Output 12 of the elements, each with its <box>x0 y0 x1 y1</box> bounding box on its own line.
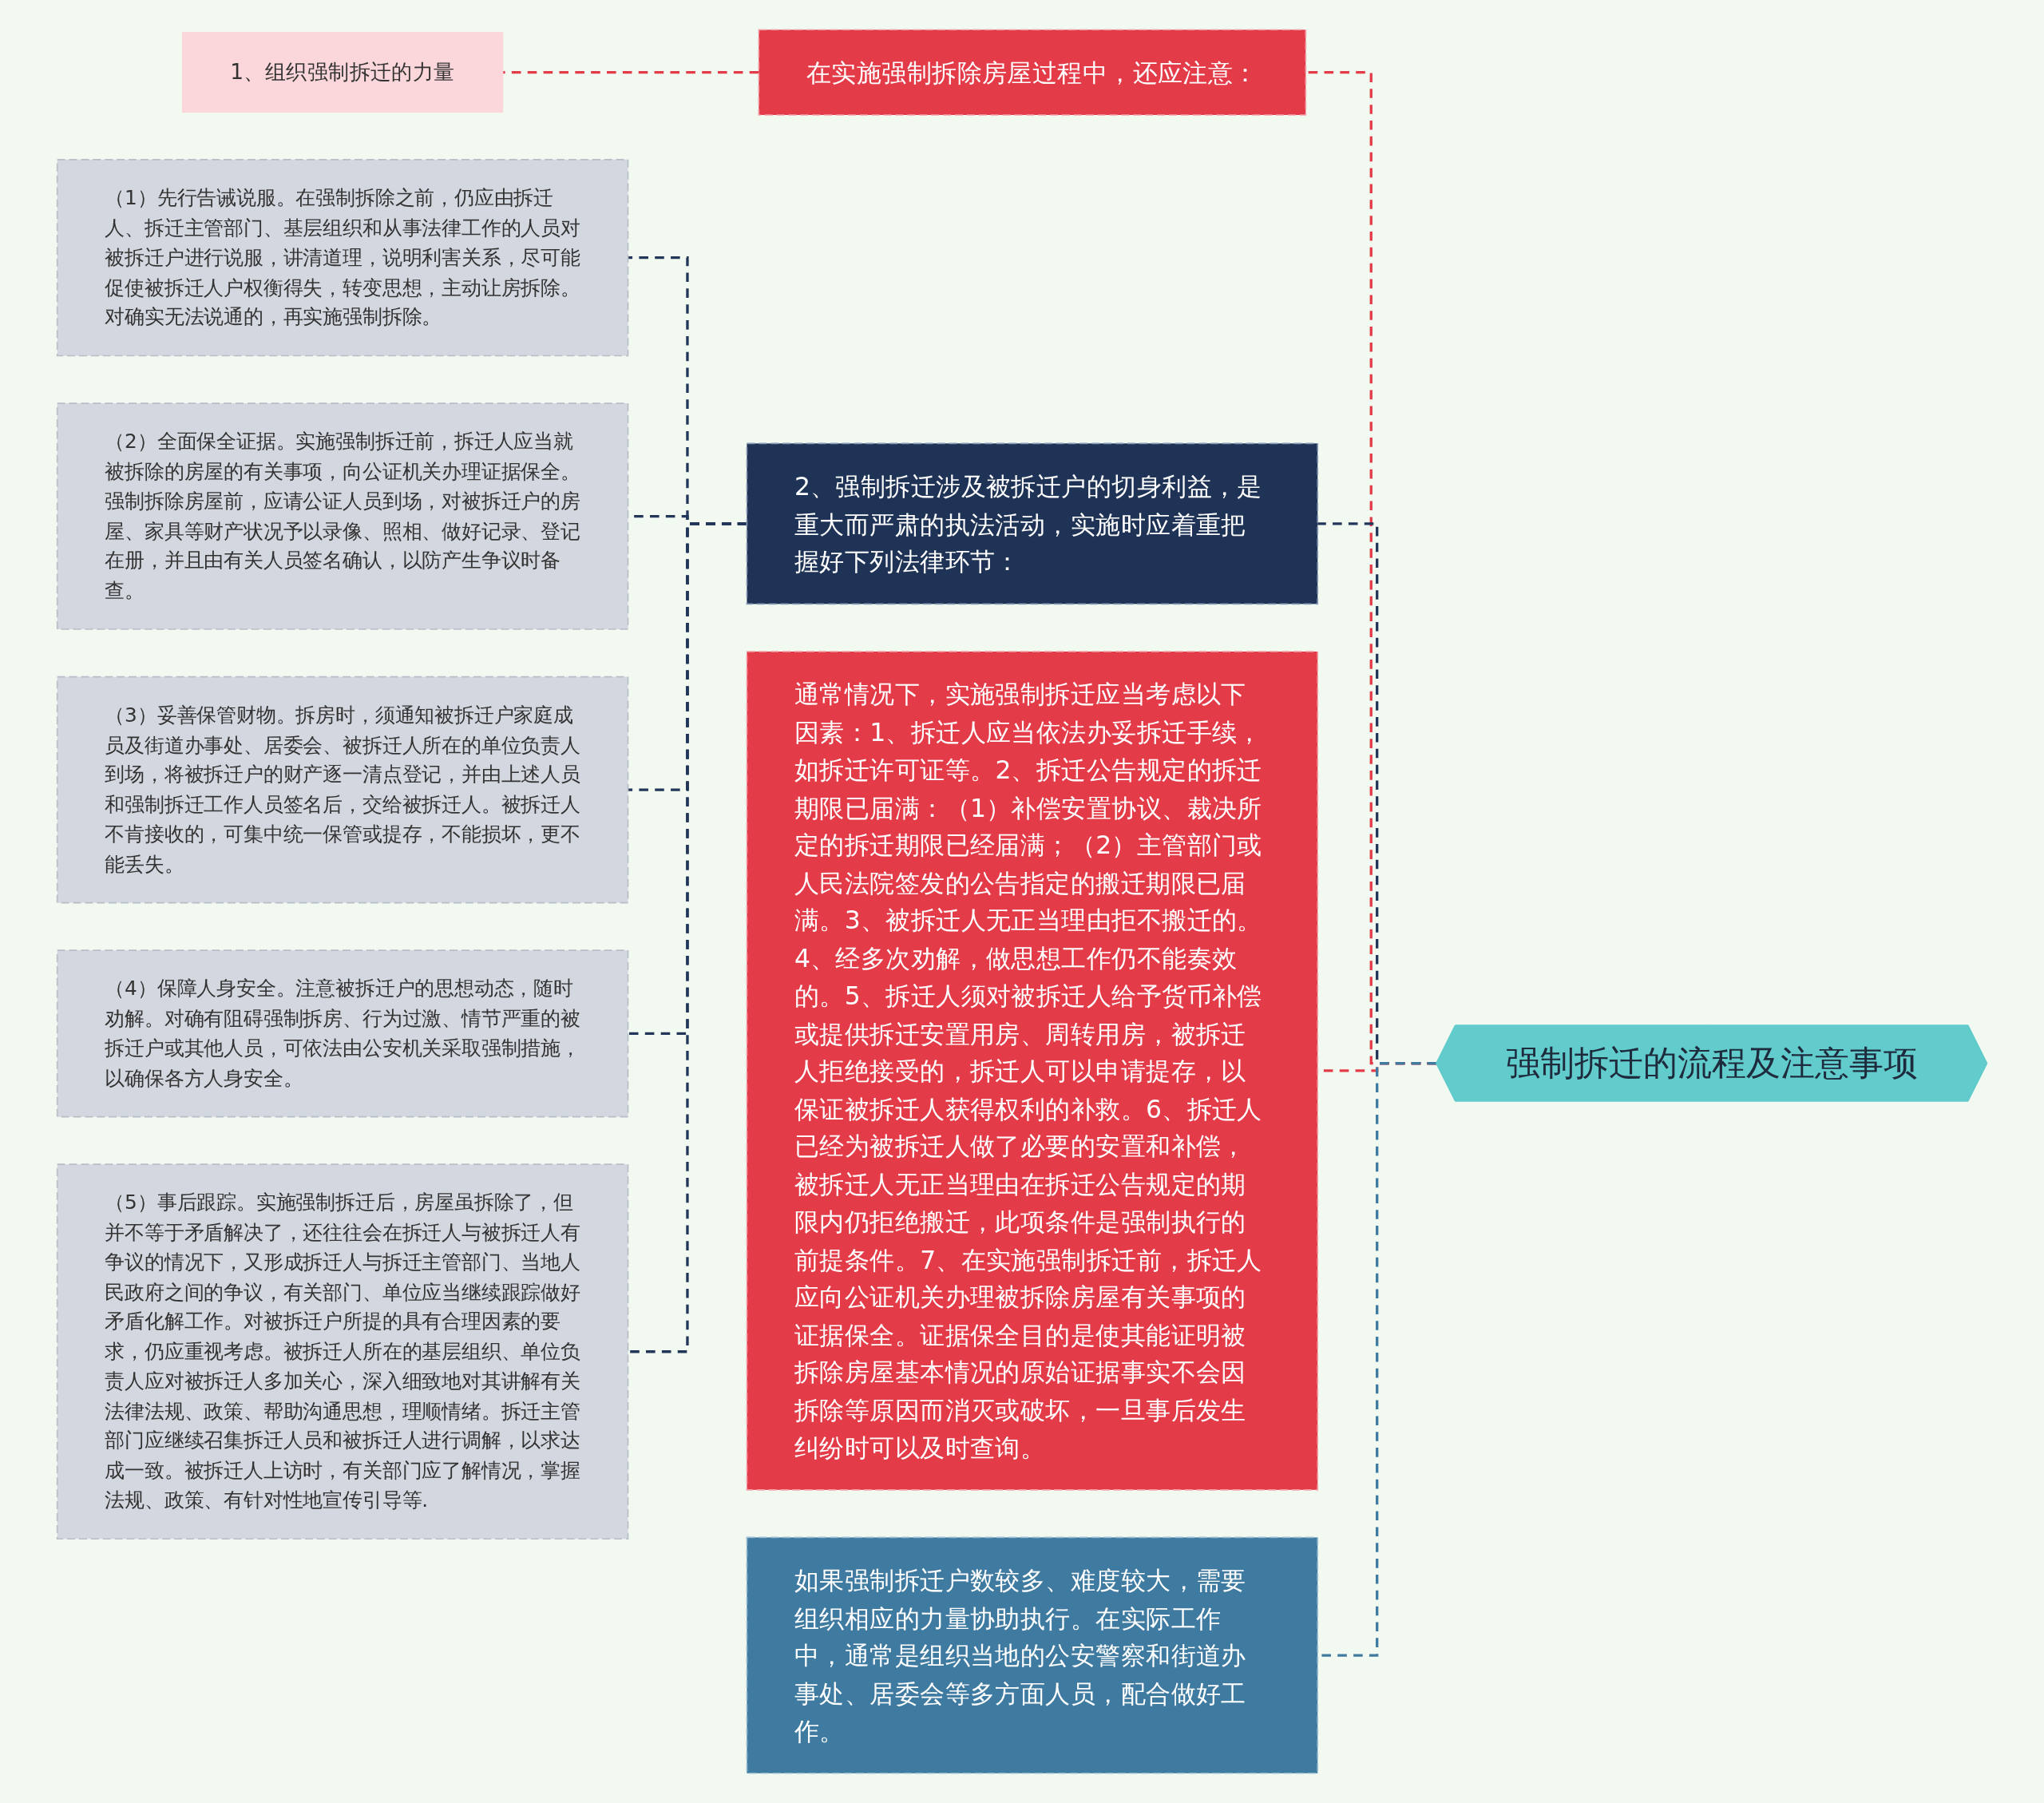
node-box: （1）先行告诫说服。在强制拆除之前，仍应由拆迁人、拆迁主管部门、基层组织和从事法律工作的人员对被拆迁户进行说服，讲清道理，说明利害关系，尽可能促使被拆迁人户权衡得失，转变思想，主动让房拆除。对确实无法说通的，再实施强制拆除。 <box>56 159 629 357</box>
node-box: （2）全面保全证据。实施强制拆迁前，拆迁人应当就被拆除的房屋的有关事项，向公证机关办理证据保全。强制拆除房屋前，应请公证人员到场，对被拆迁户的房屋、家具等财产状况予以录像、照相、做好记录、登记在册，并且由有关人员签名确认，以防产生争议时备查。 <box>56 402 629 630</box>
node-box: （4）保障人身安全。注意被拆迁户的思想动态，随时劝解。对确有阻碍强制拆房、行为过激、情节严重的被拆迁户或其他人员，可依法由公安机关采取强制措施，以确保各方人身安全。 <box>56 949 629 1118</box>
node-box: 2、强制拆迁涉及被拆迁户的切身利益，是重大而严肃的执法活动，实施时应着重把握好下列法律环节： <box>746 442 1319 605</box>
node-box: （5）事后跟踪。实施强制拆迁后，房屋虽拆除了，但并不等于矛盾解决了，还往往会在拆迁人与被拆迁人有争议的情况下，又形成拆迁人与拆迁主管部门、当地人民政府之间的争议，有关部门、单位应当继续跟踪做好矛盾化解工作。对被拆迁户所提的具有合理因素的要求，仍应重视考虑。被拆迁人所在的基层组织、单位负责人应对被拆迁人多加关心，深入细致地对其讲解有关法律法规、政策、帮助沟通思想，理顺情绪。拆迁主管部门应继续召集拆迁人员和被拆迁人进行调解，以求达成一致。被拆迁人上访时，有关部门应了解情况，掌握法规、政策、有针对性地宣传引导等. <box>56 1163 629 1540</box>
connector <box>628 522 747 1353</box>
node-box: 如果强制拆迁户数较多、难度较大，需要组织相应的力量协助执行。在实际工作中，通常是组织当地的公安警察和街道办事处、居委会等多方面人员，配合做好工作。 <box>746 1536 1319 1774</box>
node-box: 1、组织强制拆迁的力量 <box>181 32 504 113</box>
connector <box>502 70 759 74</box>
node-box: 通常情况下，实施强制拆迁应当考虑以下因素：1、拆迁人应当依法办妥拆迁手续，如拆迁许可证等。2、拆迁公告规定的拆迁期限已届满：（1）补偿安置协议、裁决所定的拆迁期限已经届满；（2）主管部门或人民法院签发的公告指定的搬迁期限已届满。3、被拆迁人无正当理由拒不搬迁的。4、经多次劝解，做思想工作仍不能奏效的。5、拆迁人须对被拆迁人给予货币补偿或提供拆迁安置用房、周转用房，被拆迁人拒绝接受的，拆迁人可以申请提存，以保证被拆迁人获得权利的补救。6、拆迁人已经为被拆迁人做了必要的安置和补偿，被拆迁人无正当理由在拆迁公告规定的期限内仍拒绝搬迁，此项条件是强制执行的前提条件。7、在实施强制拆迁前，拆迁人应向公证机关办理被拆除房屋有关事项的证据保全。证据保全目的是使其能证明被拆除房屋基本情况的原始证据事实不会因拆除等原因而消灭或破坏，一旦事后发生纠纷时可以及时查询。 <box>746 651 1319 1491</box>
node-box: 在实施强制拆除房屋过程中，还应注意： <box>758 29 1307 116</box>
node-box: （3）妥善保管财物。拆房时，须通知被拆迁户家庭成员及街道办事处、居委会、被拆迁人所在的单位负责人到场，将被拆迁户的财产逐一清点登记，并由上述人员和强制拆迁工作人员签名后，交给被拆迁人。被拆迁人不肯接收的，可集中统一保管或提存，不能损坏，更不能丢失。 <box>56 676 629 904</box>
